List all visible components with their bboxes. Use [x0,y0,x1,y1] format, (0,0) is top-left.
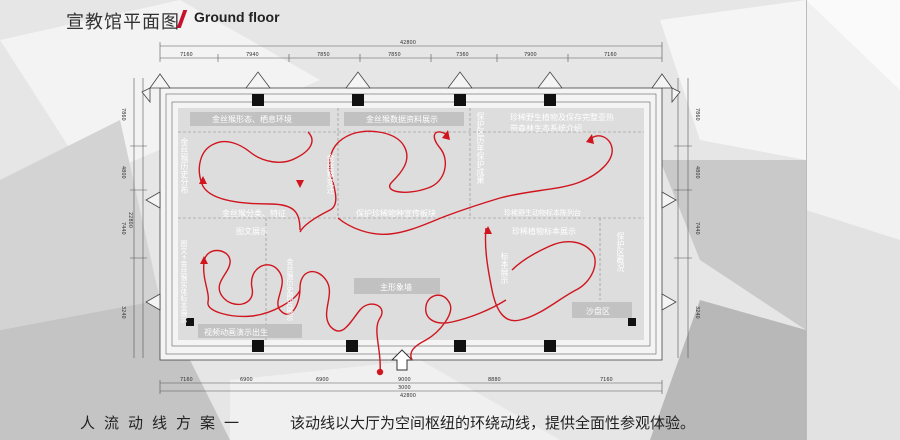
zone-label-reserve-overview: 保护区概况 [616,232,625,272]
zone-label-classification: 金丝猴分类、特征 [222,209,286,218]
dim-left-4: 3240 [120,306,126,319]
zone-label-image-wall: 主形象墙 [380,283,412,292]
dim-bottom-2: 6900 [240,377,253,383]
zone-label-plants: 珍稀野生植物及保存完整亚热带森林生态系统介绍 [510,113,614,133]
dim-left-total: 22800 [127,212,133,228]
zone-label-specimen-graphic: 图文+金丝猴实体标本展示 [180,240,188,323]
dim-left-2: 4800 [120,166,126,179]
label-plaques [190,112,632,338]
dim-top-4: 7850 [388,52,401,58]
dim-top-6: 7900 [524,52,537,58]
page-divider [806,0,807,440]
dim-right-3: 7440 [694,222,700,235]
dim-top-5: 7360 [456,52,469,58]
dim-left-3: 7440 [120,222,126,235]
dim-bottom-entry: 3000 [398,385,411,391]
dim-top-2: 7940 [246,52,259,58]
page-subtitle: Ground floor [194,9,280,25]
scheme-title: 人流动线方案一 [80,414,249,432]
pillars [186,94,636,352]
zone-label-morphology: 金丝猴形态、栖息环境 [212,115,292,124]
zone-label-sandbox: 沙盘区 [586,307,610,316]
zone-label-specimen-show: 标本展示 [500,252,509,284]
exhibition-floor [178,108,644,340]
visitor-flow-path [198,130,613,373]
zone-label-specimen-table: 珍稀野生动物标本陈列台 [504,209,581,217]
zone-label-graphic-display: 图文展示 [236,227,268,236]
zone-label-protection: 保护珍稀物种宣传板块 [356,209,436,218]
dim-right-4: 3240 [694,306,700,319]
entrance-arrow-icon [390,349,414,371]
dim-top-3: 7850 [317,52,330,58]
zone-label-changes: 金丝猴变迁 [326,154,335,194]
dim-top-1: 7160 [180,52,193,58]
zone-label-history-photos: 金丝猴历史图片展示 [286,258,294,321]
dim-bottom-6: 7160 [600,377,613,383]
zone-label-plant-specimens: 珍稀植物标本展示 [512,227,576,236]
page-title: 宣教馆平面图 [66,12,180,33]
dim-right-1: 7860 [694,108,700,121]
dim-overall-bottom: 42800 [400,393,416,399]
zone-label-achievements: 保护区历年保护成果 [476,112,485,184]
zone-label-data: 金丝猴数据资料展示 [366,115,438,124]
zone-dividers [178,108,644,340]
dim-right-2: 4800 [694,166,700,179]
flow-start-dot [376,368,384,376]
dim-left-1: 7860 [120,108,126,121]
dim-bottom-4: 9000 [398,377,411,383]
dim-overall-top: 42800 [400,40,416,46]
dim-top-7: 7160 [604,52,617,58]
dim-bottom-3: 6900 [316,377,329,383]
dim-bottom-1: 7160 [180,377,193,383]
dimension-lines [130,42,692,394]
zone-label-video: 视频动画演示出生 [204,328,268,337]
flow-arrowheads [199,130,594,264]
dim-bottom-5: 8880 [488,377,501,383]
scheme-description: 该动线以大厅为空间枢纽的环绕动线，提供全面性参观体验。 [290,414,696,432]
zone-label-history-distribution: 金丝猴历史分布 [180,138,189,194]
